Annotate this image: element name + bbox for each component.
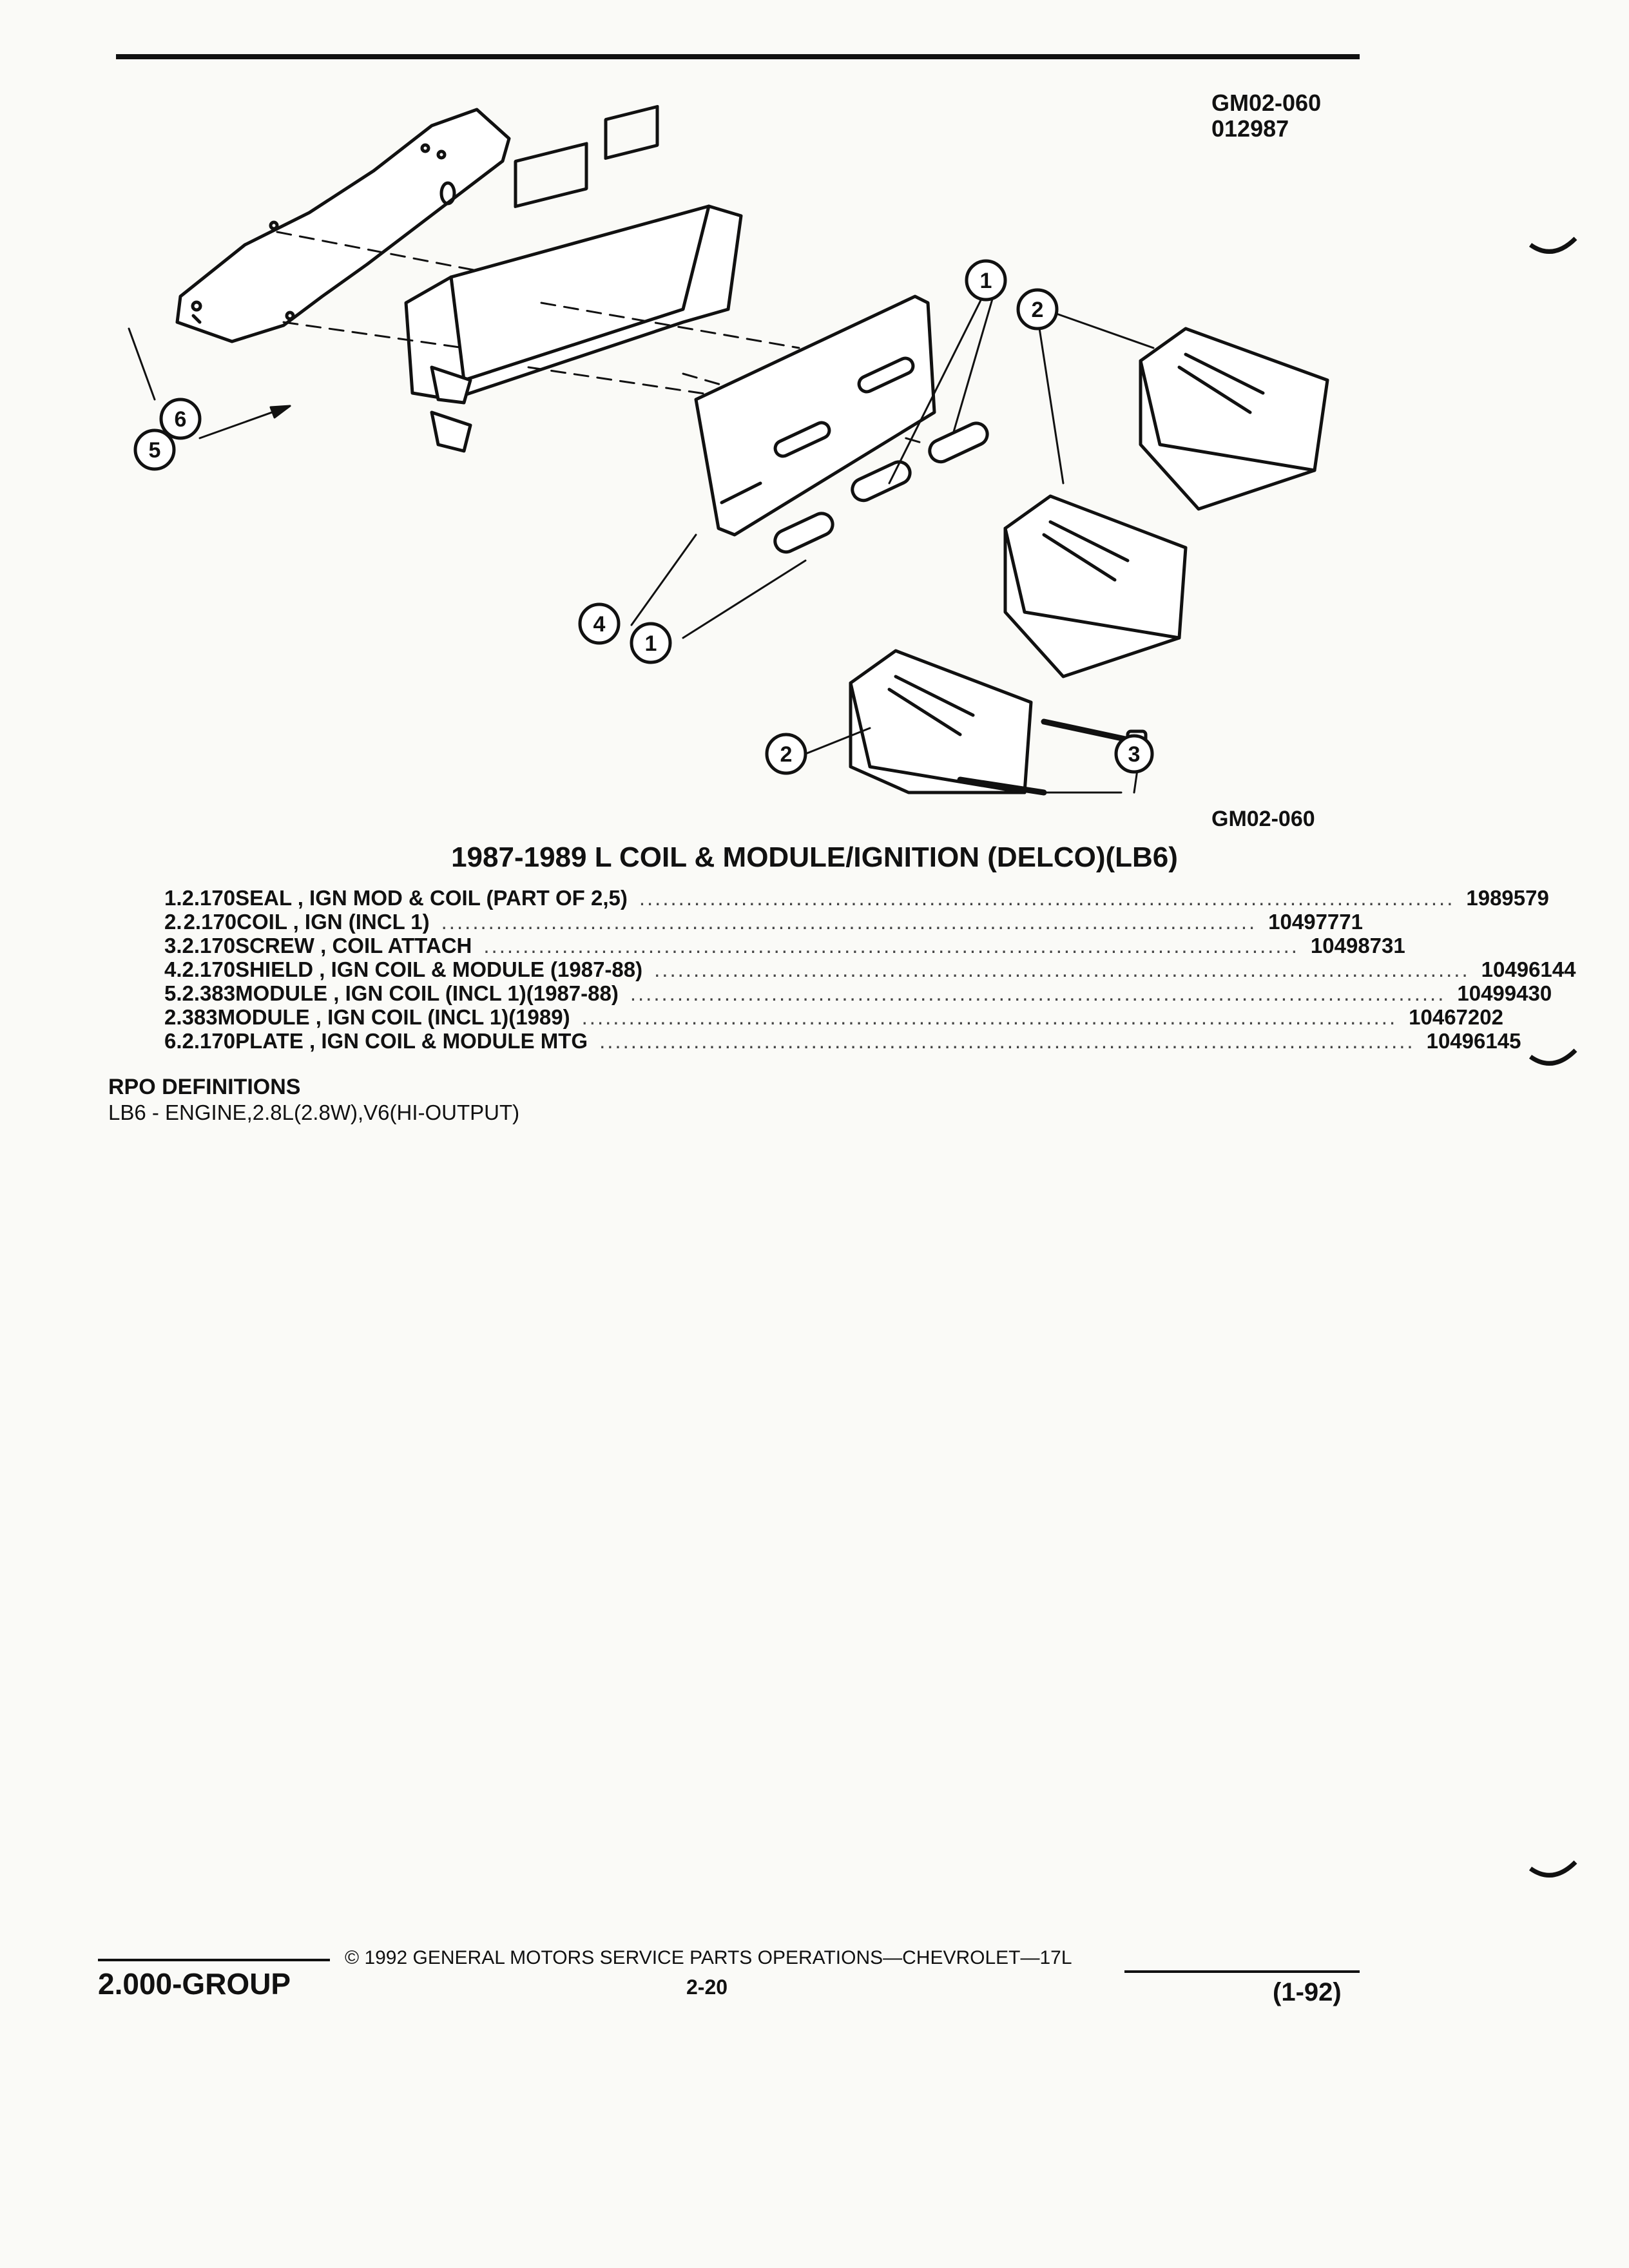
dot-leader: ........................................…: [483, 934, 1299, 957]
footer-page-number: 2-20: [686, 1975, 728, 1999]
parts-row: 2. 2.170 COIL , IGN (INCL 1) ...........…: [164, 910, 1363, 934]
footer-rule-left: [98, 1959, 330, 1961]
svg-text:5: 5: [149, 438, 161, 463]
svg-text:6: 6: [175, 407, 187, 432]
top-rule: [116, 54, 1360, 59]
dot-leader: ........................................…: [581, 1005, 1398, 1029]
svg-text:1: 1: [645, 631, 657, 656]
part-number: 1989579: [1466, 886, 1549, 910]
dot-leader: ........................................…: [639, 886, 1455, 910]
part-description: SHIELD , IGN COIL & MODULE (1987-88): [235, 957, 643, 981]
group-code: 2.170: [182, 886, 236, 910]
group-code: 2.170: [182, 957, 236, 981]
dot-leader: ........................................…: [654, 957, 1470, 981]
section-title: 1987-1989 L COIL & MODULE/IGNITION (DELC…: [451, 841, 1178, 873]
part-description: PLATE , IGN COIL & MODULE MTG: [235, 1029, 588, 1053]
item-number: 1.: [164, 886, 182, 910]
part-number: 10496144: [1481, 957, 1576, 981]
callout-markers: 6 5 4 1 1 2 2 3: [133, 259, 1154, 775]
parts-row: 4. 2.170 SHIELD , IGN COIL & MODULE (198…: [164, 957, 1576, 981]
binder-mark: [1528, 1860, 1577, 1878]
part-number: 10497771: [1268, 910, 1363, 934]
callout-3: 3: [1114, 734, 1154, 774]
figure-id-block: GM02-060 012987: [1211, 90, 1321, 142]
part-number: 10496145: [1426, 1029, 1521, 1053]
svg-text:2: 2: [780, 742, 793, 767]
footer-date: (1-92): [1273, 1978, 1342, 2006]
group-code: 2.383: [164, 1005, 218, 1029]
svg-text:3: 3: [1128, 742, 1141, 767]
part-description: SEAL , IGN MOD & COIL (PART OF 2,5): [235, 886, 628, 910]
svg-text:2: 2: [1032, 298, 1044, 322]
callout-2a: 2: [1016, 288, 1059, 331]
item-number: 5.: [164, 981, 182, 1005]
callout-5: 5: [133, 428, 176, 471]
leader-arrows: [128, 276, 1155, 794]
parts-row: 2.383 MODULE , IGN COIL (INCL 1)(1989) .…: [164, 1005, 1503, 1029]
part-number: 10498731: [1310, 934, 1405, 957]
part-description: COIL , IGN (INCL 1): [236, 910, 430, 934]
parts-row: 1. 2.170 SEAL , IGN MOD & COIL (PART OF …: [164, 886, 1549, 910]
coil-parts: [849, 327, 1329, 794]
footer-copyright: © 1992 GENERAL MOTORS SERVICE PARTS OPER…: [345, 1947, 1072, 1968]
figure-id: GM02-060: [1211, 90, 1322, 116]
group-code: 2.383: [182, 981, 236, 1005]
ignition-module-part: [404, 104, 743, 453]
item-number: 3.: [164, 934, 182, 957]
parts-row: 3. 2.170 SCREW , COIL ATTACH ...........…: [164, 934, 1405, 957]
mounting-plate-part: [175, 108, 511, 343]
group-code: 2.170: [183, 910, 237, 934]
rpo-definition: LB6 - ENGINE,2.8L(2.8W),V6(HI-OUTPUT): [108, 1100, 520, 1124]
rpo-heading: RPO DEFINITIONS: [108, 1075, 301, 1099]
parts-row: 5. 2.383 MODULE , IGN COIL (INCL 1)(1987…: [164, 981, 1552, 1005]
svg-text:4: 4: [593, 612, 606, 637]
shield-part: [694, 294, 936, 537]
dot-leader: ........................................…: [599, 1029, 1415, 1053]
group-code: 2.170: [182, 934, 236, 957]
figure-reference: GM02-060: [1211, 807, 1315, 831]
item-number: 4.: [164, 957, 182, 981]
footer-rule-right: [1124, 1970, 1360, 1973]
parts-list: 1. 2.170 SEAL , IGN MOD & COIL (PART OF …: [164, 886, 1576, 1053]
dot-leader: ........................................…: [441, 910, 1257, 934]
part-description: MODULE , IGN COIL (INCL 1)(1987-88): [235, 981, 619, 1005]
figure-code: 012987: [1211, 115, 1289, 142]
parts-row: 6. 2.170 PLATE , IGN COIL & MODULE MTG .…: [164, 1029, 1521, 1053]
dot-leader: ........................................…: [630, 981, 1446, 1005]
svg-text:1: 1: [980, 269, 992, 293]
item-number: 6.: [164, 1029, 182, 1053]
item-number: 2.: [164, 910, 182, 934]
callout-2b: 2: [765, 733, 807, 775]
binder-mark: [1528, 1048, 1577, 1066]
part-description: MODULE , IGN COIL (INCL 1)(1989): [217, 1005, 570, 1029]
part-description: SCREW , COIL ATTACH: [235, 934, 472, 957]
part-number: 10467202: [1409, 1005, 1503, 1029]
part-number: 10499430: [1457, 981, 1552, 1005]
binder-mark: [1528, 236, 1577, 254]
callout-1a: 1: [630, 622, 672, 664]
callout-1b: 1: [965, 259, 1007, 302]
exploded-parts-diagram: 6 5 4 1 1 2 2 3: [128, 104, 1329, 796]
group-code: 2.170: [182, 1029, 236, 1053]
callout-6: 6: [159, 398, 202, 440]
callout-4: 4: [578, 602, 621, 645]
footer-group: 2.000-GROUP: [98, 1967, 291, 2001]
